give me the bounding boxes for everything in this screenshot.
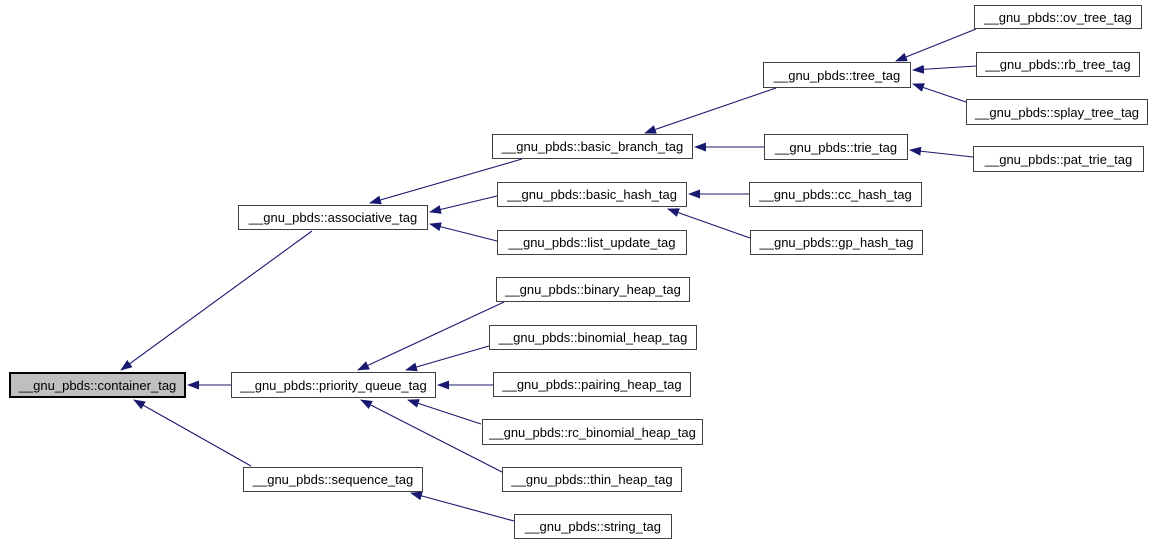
class-node-pat_trie_tag[interactable]: __gnu_pbds::pat_trie_tag	[973, 146, 1144, 172]
class-node-list_update_tag[interactable]: __gnu_pbds::list_update_tag	[497, 230, 687, 255]
class-node-thin_heap_tag[interactable]: __gnu_pbds::thin_heap_tag	[502, 467, 682, 492]
class-node-rc_binomial_heap_tag[interactable]: __gnu_pbds::rc_binomial_heap_tag	[482, 419, 703, 445]
class-node-rb_tree_tag[interactable]: __gnu_pbds::rb_tree_tag	[976, 52, 1140, 77]
inheritance-edge-string_tag-to-sequence_tag	[410, 491, 515, 522]
class-node-pairing_heap_tag[interactable]: __gnu_pbds::pairing_heap_tag	[493, 372, 691, 397]
inheritance-edge-sequence_tag-to-container_tag	[133, 399, 252, 467]
class-node-label: __gnu_pbds::sequence_tag	[252, 472, 414, 487]
class-node-string_tag[interactable]: __gnu_pbds::string_tag	[514, 514, 672, 539]
class-node-label: __gnu_pbds::container_tag	[18, 377, 177, 393]
class-node-trie_tag[interactable]: __gnu_pbds::trie_tag	[764, 134, 908, 160]
class-node-label: __gnu_pbds::basic_branch_tag	[501, 139, 684, 154]
inheritance-edge-rc_binomial_heap_tag-to-priority_queue_tag	[407, 399, 482, 425]
inheritance-edge-binary_heap_tag-to-priority_queue_tag	[357, 301, 505, 371]
class-node-label: __gnu_pbds::thin_heap_tag	[511, 472, 673, 487]
inheritance-edge-associative_tag-to-container_tag	[120, 230, 313, 371]
inheritance-edge-binomial_heap_tag-to-priority_queue_tag	[405, 345, 490, 372]
class-node-cc_hash_tag[interactable]: __gnu_pbds::cc_hash_tag	[749, 182, 922, 207]
inheritance-edge-ov_tree_tag-to-tree_tag	[895, 28, 977, 62]
class-node-label: __gnu_pbds::binary_heap_tag	[505, 282, 681, 297]
class-node-label: __gnu_pbds::basic_hash_tag	[507, 187, 677, 202]
class-node-container_tag: __gnu_pbds::container_tag	[9, 372, 186, 398]
class-node-label: __gnu_pbds::rb_tree_tag	[985, 57, 1131, 72]
class-node-label: __gnu_pbds::list_update_tag	[508, 235, 676, 250]
class-node-gp_hash_tag[interactable]: __gnu_pbds::gp_hash_tag	[750, 230, 923, 255]
class-node-label: __gnu_pbds::gp_hash_tag	[759, 235, 914, 250]
inheritance-edge-list_update_tag-to-associative_tag	[429, 222, 498, 242]
class-node-basic_hash_tag[interactable]: __gnu_pbds::basic_hash_tag	[497, 182, 687, 207]
class-node-label: __gnu_pbds::ov_tree_tag	[984, 9, 1132, 25]
inheritance-edge-thin_heap_tag-to-priority_queue_tag	[360, 399, 503, 473]
inheritance-edge-splay_tree_tag-to-tree_tag	[912, 83, 967, 103]
class-node-label: __gnu_pbds::rc_binomial_heap_tag	[489, 424, 696, 440]
class-node-priority_queue_tag[interactable]: __gnu_pbds::priority_queue_tag	[231, 372, 436, 398]
class-node-label: __gnu_pbds::tree_tag	[773, 67, 901, 83]
class-node-label: __gnu_pbds::pairing_heap_tag	[502, 377, 682, 392]
class-node-label: __gnu_pbds::cc_hash_tag	[759, 187, 912, 202]
inheritance-edge-rb_tree_tag-to-tree_tag	[912, 64, 977, 74]
class-node-label: __gnu_pbds::string_tag	[525, 519, 661, 534]
class-node-ov_tree_tag[interactable]: __gnu_pbds::ov_tree_tag	[974, 5, 1142, 29]
class-node-binomial_heap_tag[interactable]: __gnu_pbds::binomial_heap_tag	[489, 325, 697, 350]
class-node-label: __gnu_pbds::binomial_heap_tag	[498, 330, 688, 345]
inheritance-edge-basic_hash_tag-to-associative_tag	[429, 195, 498, 214]
class-node-label: __gnu_pbds::trie_tag	[774, 139, 898, 155]
class-node-associative_tag[interactable]: __gnu_pbds::associative_tag	[238, 205, 428, 230]
inheritance-edge-pat_trie_tag-to-trie_tag	[909, 146, 974, 158]
class-node-label: __gnu_pbds::priority_queue_tag	[240, 377, 427, 393]
class-node-sequence_tag[interactable]: __gnu_pbds::sequence_tag	[243, 467, 423, 492]
class-node-label: __gnu_pbds::splay_tree_tag	[974, 104, 1140, 120]
inheritance-edge-tree_tag-to-basic_branch_tag	[644, 87, 777, 134]
class-node-splay_tree_tag[interactable]: __gnu_pbds::splay_tree_tag	[966, 99, 1148, 125]
class-node-basic_branch_tag[interactable]: __gnu_pbds::basic_branch_tag	[492, 134, 693, 159]
class-node-tree_tag[interactable]: __gnu_pbds::tree_tag	[763, 62, 911, 88]
class-node-label: __gnu_pbds::associative_tag	[248, 210, 418, 225]
class-node-label: __gnu_pbds::pat_trie_tag	[984, 151, 1133, 167]
class-node-binary_heap_tag[interactable]: __gnu_pbds::binary_heap_tag	[496, 277, 690, 302]
